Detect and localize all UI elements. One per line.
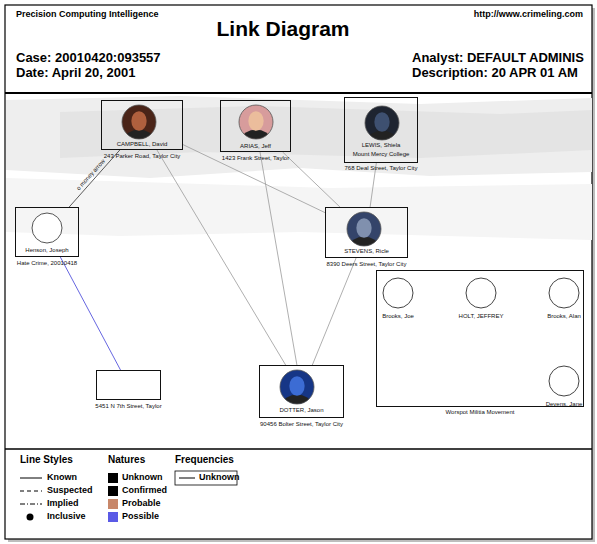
legend-rule <box>5 448 592 450</box>
legend-text: Probable <box>122 498 161 509</box>
header-label: http://www.crimeling.com <box>474 9 583 20</box>
legend-swatch <box>108 473 118 483</box>
legend-line-sample <box>20 491 42 492</box>
link-line <box>283 152 340 207</box>
legend-swatch <box>108 486 118 496</box>
diagram-title: Link Diagram <box>216 17 349 41</box>
legend-swatch <box>108 512 118 522</box>
person-box: STEVENS, Ricle8390 Deers Street, Taylor … <box>325 207 408 258</box>
node-text: Devens, Jane <box>546 401 583 408</box>
person-box: CAMPBELL, David243 Parker Road, Taylor C… <box>101 100 183 150</box>
portrait-head <box>356 218 371 238</box>
node-text: STEVENS, Ricle <box>344 248 389 255</box>
node-text: 768 Deal Street, Taylor City <box>345 165 418 172</box>
header-label: Description: 20 APR 01 AM <box>412 65 578 80</box>
circle-outline <box>548 277 580 309</box>
node-text: HOLT, JEFFREY <box>459 313 504 320</box>
legend-frequency-line <box>179 478 195 479</box>
circle-shape <box>383 278 413 308</box>
portrait-ring <box>280 370 314 404</box>
legend-text: Known <box>47 472 77 483</box>
node-text: 5451 N 7th Street, Taylor <box>95 403 161 410</box>
circle-outline <box>382 277 414 309</box>
node-text: 243 Parker Road, Taylor City <box>104 153 181 160</box>
node-text: Brooks, Joe <box>382 313 414 320</box>
node-text: 1423 Frank Street, Taylor <box>222 155 289 162</box>
portrait <box>239 105 273 147</box>
person-box: ARIAS, Jeff1423 Frank Street, Taylor <box>220 100 291 152</box>
legend-text: Unknown <box>122 472 163 483</box>
portrait-head <box>131 111 146 131</box>
circle-shape <box>466 278 496 308</box>
portrait-ring <box>122 105 156 139</box>
portrait <box>347 212 381 254</box>
legend-text: Possible <box>122 511 159 522</box>
link-line <box>60 257 120 370</box>
background-smudge <box>60 106 592 158</box>
legend-text: Inclusive <box>47 511 86 522</box>
person-box: LEWIS, ShielaMount Mercy College768 Deal… <box>344 97 418 163</box>
portrait <box>122 105 156 147</box>
link-line <box>183 145 325 213</box>
portrait-head <box>248 111 263 131</box>
portrait-head <box>289 376 304 396</box>
circle-outline <box>465 277 497 309</box>
circle-shape <box>549 278 579 308</box>
node-text: 8390 Deers Street, Taylor City <box>327 261 407 268</box>
empty-portrait <box>32 213 62 243</box>
header-label: Frequencies <box>175 454 234 466</box>
link-line <box>157 150 286 365</box>
header-label: Analyst: DEFAULT ADMINIS <box>412 50 584 65</box>
header-label: Line Styles <box>20 454 73 466</box>
circle-outline <box>548 365 580 397</box>
node-text: Worspot Militia Movement <box>446 409 515 416</box>
legend-line-sample <box>20 504 42 505</box>
node-text: 90456 Bolter Street, Taylor City <box>260 421 343 428</box>
portrait-ring <box>347 212 381 246</box>
circle-shape <box>549 366 579 396</box>
node-text: CAMPBELL, David <box>117 141 168 148</box>
portrait <box>365 106 399 148</box>
header-rule <box>5 92 592 94</box>
node-text: DOTTER, Jason <box>279 407 323 414</box>
person-box: DOTTER, Jason90456 Bolter Street, Taylor… <box>259 365 344 418</box>
page-border <box>5 5 592 539</box>
person-box: Henson, JosephHate Crime, 20010418 <box>15 207 79 257</box>
legend-text: Unknown <box>199 472 240 483</box>
portrait-ring <box>239 105 273 139</box>
person-circle: HOLT, JEFFREY <box>465 277 497 309</box>
entity-box: Worspot Militia MovementBrooks, JoeHOLT,… <box>376 270 584 407</box>
person-circle: Brooks, Joe <box>382 277 414 309</box>
node-text: Brooks, Alan <box>547 313 581 320</box>
node-text: Mount Mercy College <box>353 151 410 158</box>
legend-text: Implied <box>47 498 79 509</box>
node-text: Henson, Joseph <box>25 247 68 254</box>
portrait-ring <box>365 106 399 140</box>
legend-text: Suspected <box>47 485 93 496</box>
link-line <box>312 258 356 365</box>
portrait <box>280 370 314 412</box>
link-line <box>260 152 297 365</box>
header-label: Precision Computing Intelligence <box>16 9 159 20</box>
legend-swatch <box>108 499 118 509</box>
node-text: Hate Crime, 20010418 <box>17 260 77 267</box>
person-circle: Devens, Jane <box>548 365 580 397</box>
header-label: Natures <box>108 454 145 466</box>
node-text: LEWIS, Shiela <box>362 142 401 149</box>
entity-box: 5451 N 7th Street, Taylor <box>96 370 161 400</box>
portrait-head <box>374 112 389 132</box>
legend-text: Confirmed <box>122 485 167 496</box>
background-smudge <box>6 178 592 240</box>
header-label: Date: April 20, 2001 <box>16 65 135 80</box>
legend-dot <box>27 514 34 521</box>
legend-line-sample <box>20 478 42 479</box>
person-circle: Brooks, Alan <box>548 277 580 309</box>
node-text: ARIAS, Jeff <box>240 143 271 150</box>
header-label: Case: 20010420:093557 <box>16 50 161 65</box>
